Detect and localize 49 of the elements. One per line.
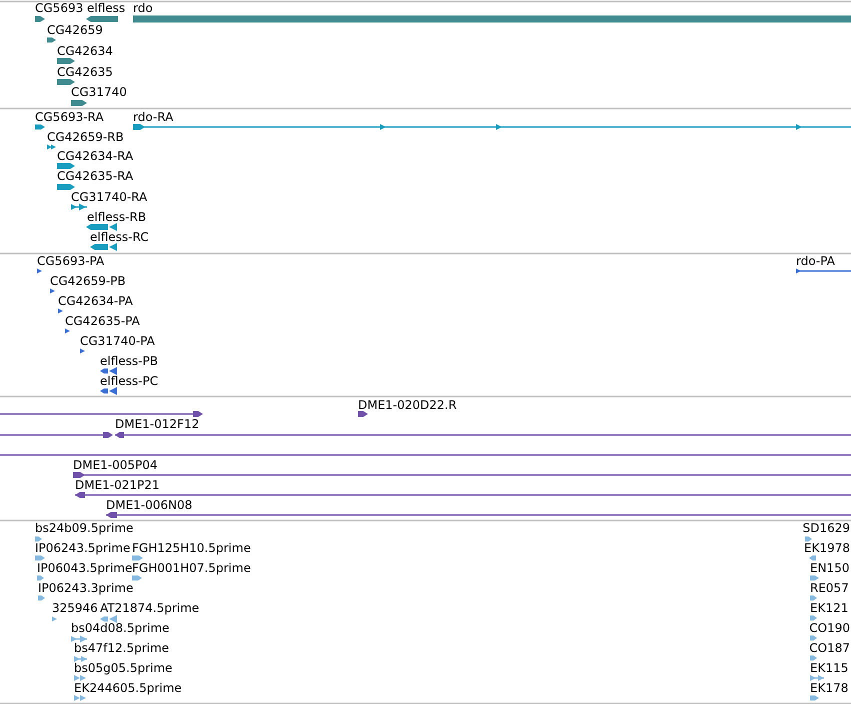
feature-label: DME1-005P04 [73, 458, 158, 472]
feature-label: CG5693-PA [37, 254, 104, 268]
feature-label: elfless-PC [100, 374, 158, 388]
feature-label: IP06043.5prime [37, 561, 132, 575]
feature-label: EK178 [810, 681, 848, 695]
feature-label: CG42659-RB [47, 130, 124, 144]
feature-label: CG31740 [71, 85, 127, 99]
feature-label: CG31740-PA [80, 334, 155, 348]
feature-label: bs24b09.5prime [35, 521, 134, 535]
feature-label: CG42635 [57, 65, 113, 79]
feature-label: elfless [87, 1, 126, 15]
feature-label: bs47f12.5prime [74, 641, 170, 655]
feature-label: DME1-006N08 [106, 498, 192, 512]
feature-label: CG42634-PA [58, 294, 133, 308]
feature-label: CO190 [809, 621, 850, 635]
feature-label: AT21874.5prime [100, 601, 200, 615]
feature-label: FGH001H07.5prime [132, 561, 251, 575]
feature-label: elfless-PB [100, 354, 158, 368]
feature-label: bs04d08.5prime [71, 621, 170, 635]
feature-label: CG42634-RA [57, 149, 134, 163]
feature-label: CG42659-PB [50, 274, 126, 288]
feature-label: SD1629 [802, 521, 850, 535]
feature-label: FGH125H10.5prime [132, 541, 251, 555]
feature-label: elfless-RB [87, 210, 146, 224]
feature-label: CG42635-PA [65, 314, 140, 328]
feature-label: CG42659 [47, 23, 103, 37]
feature-label: EK121 [810, 601, 848, 615]
feature-label: DME1-012F12 [115, 417, 200, 431]
feature-label: bs05g05.5prime [74, 661, 172, 675]
feature-label: IP06243.3prime [38, 581, 134, 595]
feature-label: CG5693 [35, 1, 84, 15]
feature-label: EK244605.5prime [74, 681, 182, 695]
feature-label: RE057 [810, 581, 849, 595]
feature-label: rdo-PA [796, 254, 835, 268]
feature-label: CG42634 [57, 44, 113, 58]
feature-label: elfless-RC [90, 230, 149, 244]
feature-label: 325946 [52, 601, 98, 615]
feature-label: DME1-020D22.R [358, 398, 457, 412]
feature-label: CG42635-RA [57, 169, 134, 183]
feature-label: CG5693-RA [35, 110, 104, 124]
feature-label: CG31740-RA [71, 190, 148, 204]
feature-label: EK1978 [804, 541, 850, 555]
feature-label: IP06243.5prime [35, 541, 130, 555]
feature-label: EN150 [810, 561, 850, 575]
feature-label: EK115 [810, 661, 848, 675]
feature-label: DME1-021P21 [75, 478, 160, 492]
feature-label: rdo-RA [133, 110, 174, 124]
feature-label: rdo [133, 1, 153, 15]
feature-label: CO187 [809, 641, 850, 655]
